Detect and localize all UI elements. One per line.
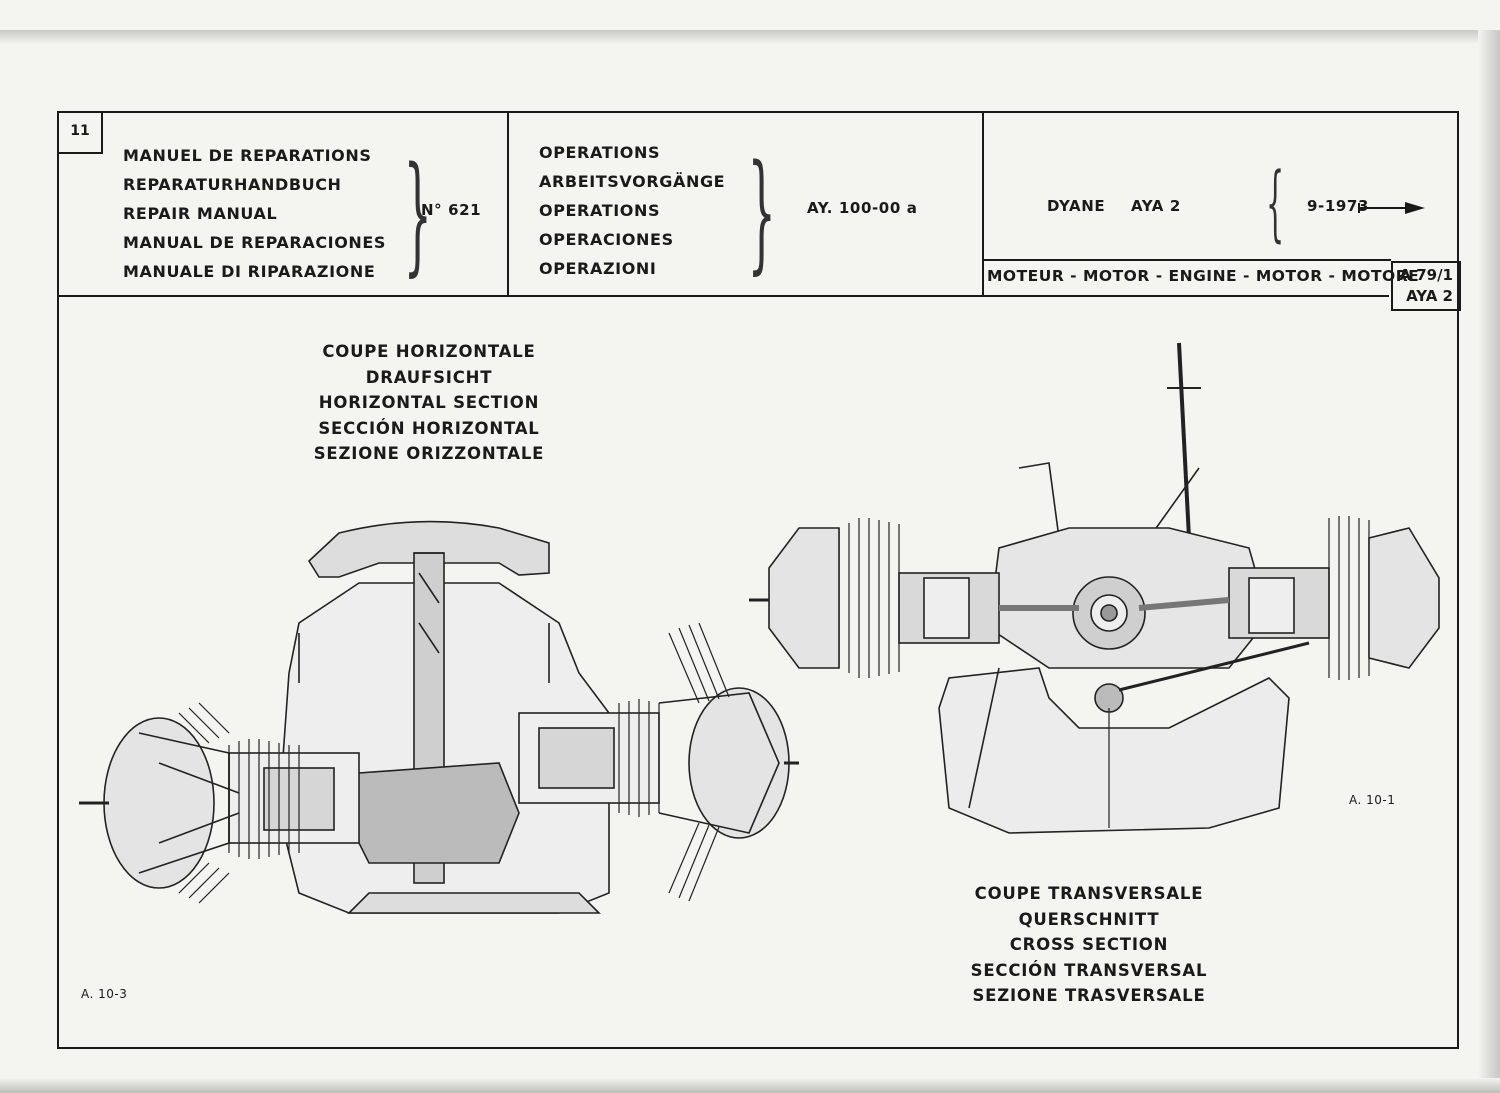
- brace-3: }: [1265, 156, 1285, 251]
- operations-title-de: ARBEITSVORGÄNGE: [539, 172, 726, 191]
- manual-title-es: MANUAL DE REPARACIONES: [123, 233, 387, 252]
- scan-edge-right: [1478, 30, 1500, 1093]
- section-title: MOTEUR - MOTOR - ENGINE - MOTOR - MOTORE: [987, 267, 1420, 285]
- caption-line: QUERSCHNITT: [1018, 909, 1160, 929]
- caption-line: COUPE HORIZONTALE: [322, 342, 536, 361]
- right-cylinder: [518, 699, 660, 817]
- figure-label-transverse: A. 10-1: [1349, 793, 1396, 807]
- caption-line: SECCIÓN HORIZONTAL: [318, 418, 540, 438]
- cross-section-caption: COUPE TRANSVERSALE QUERSCHNITT CROSS SEC…: [939, 881, 1239, 1009]
- header-divider-1: [507, 113, 509, 297]
- reference-box: A 79/1 AYA 2: [1391, 261, 1461, 311]
- reference-number: A 79/1: [1399, 266, 1453, 284]
- manual-number: N° 621: [421, 201, 482, 219]
- date-from: 9-1973: [1307, 197, 1370, 215]
- manual-title-en: REPAIR MANUAL: [123, 204, 278, 223]
- left-cylinder: [228, 739, 360, 859]
- header-divider-2: [982, 113, 984, 297]
- section-title-rule: [982, 259, 1391, 261]
- operation-code: AY. 100-00 a: [807, 199, 918, 217]
- scan-edge-bottom: [0, 1078, 1500, 1093]
- brace-2: }: [747, 138, 776, 287]
- page-number: 11: [59, 113, 103, 154]
- operations-title-list: OPERATIONS ARBEITSVORGÄNGE OPERATIONS OP…: [539, 138, 725, 283]
- caption-line: SECCIÓN TRANSVERSAL: [970, 960, 1208, 980]
- operations-title-fr: OPERATIONS: [539, 143, 661, 162]
- right-piston: [1228, 516, 1370, 680]
- caption-line: CROSS SECTION: [1009, 935, 1169, 954]
- arrow-right-icon: [1358, 202, 1425, 214]
- caption-line: COUPE TRANSVERSALE: [974, 884, 1204, 903]
- cross-section-drawing: [749, 342, 1440, 834]
- caption-line: SEZIONE TRASVERSALE: [972, 986, 1206, 1005]
- reference-engine: AYA 2: [1406, 287, 1453, 305]
- scan-edge-top: [0, 30, 1500, 44]
- manual-title-fr: MANUEL DE REPARATIONS: [123, 146, 372, 165]
- manual-title-it: MANUALE DI RIPARAZIONE: [123, 262, 376, 281]
- right-cylinder-head: [658, 622, 799, 902]
- right-head: [1368, 527, 1440, 669]
- horizontal-section-caption: COUPE HORIZONTALE DRAUFSICHT HORIZONTAL …: [279, 339, 579, 467]
- left-head: [749, 527, 840, 669]
- engine-type: AYA 2: [1131, 197, 1181, 215]
- caption-line: HORIZONTAL SECTION: [318, 393, 540, 412]
- operations-title-it: OPERAZIONI: [539, 259, 657, 278]
- header-bottom-rule: [59, 295, 1389, 297]
- horizontal-section-drawing: [79, 520, 799, 914]
- operations-title-es: OPERACIONES: [539, 230, 674, 249]
- manual-title-de: REPARATURHANDBUCH: [123, 175, 342, 194]
- manual-title-list: MANUEL DE REPARATIONS REPARATURHANDBUCH …: [123, 141, 386, 286]
- vehicle-model: DYANE: [1047, 197, 1106, 215]
- manual-sheet: 11 MANUEL DE REPARATIONS REPARATURHANDBU…: [57, 111, 1461, 1049]
- brace-1: }: [403, 140, 432, 289]
- caption-line: SEZIONE ORIZZONTALE: [313, 444, 545, 463]
- figure-label-horizontal: A. 10-3: [81, 987, 128, 1001]
- left-cylinder-head: [79, 702, 240, 904]
- left-piston: [838, 518, 1000, 678]
- operations-title-en: OPERATIONS: [539, 201, 661, 220]
- caption-line: DRAUFSICHT: [365, 367, 493, 387]
